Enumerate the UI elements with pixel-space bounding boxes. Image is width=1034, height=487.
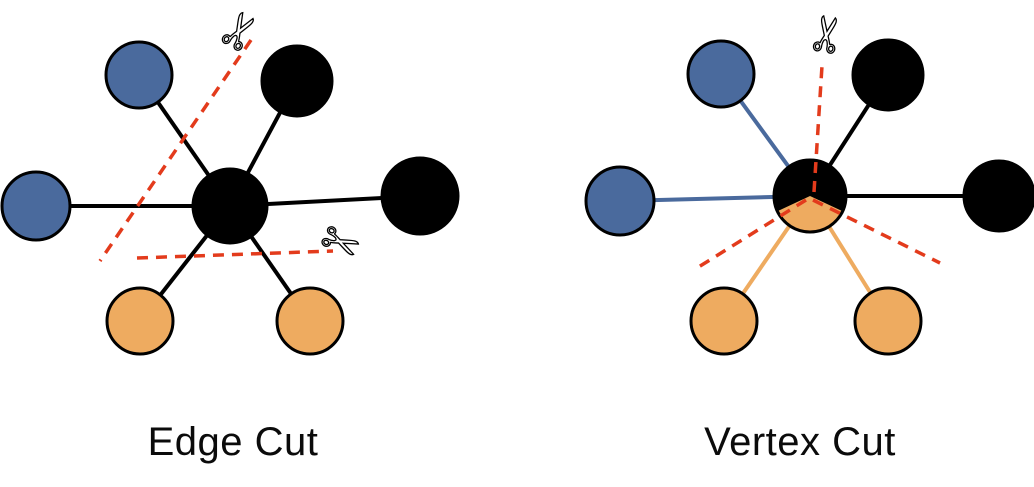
graph-node bbox=[689, 286, 759, 356]
graph-node bbox=[275, 286, 345, 356]
edge-cut-label: Edge Cut bbox=[147, 420, 319, 464]
vertex-split-wedge bbox=[778, 196, 842, 231]
cut-line bbox=[696, 198, 807, 270]
scissors-icon: ✂ bbox=[797, 10, 859, 59]
graph-node bbox=[260, 44, 334, 118]
edge-cut-diagram: ✂✂ bbox=[0, 0, 460, 356]
graph-node bbox=[0, 170, 72, 242]
cut-line bbox=[812, 198, 941, 265]
vertex-cut-label: Vertex Cut bbox=[704, 420, 896, 464]
vertex-cut-diagram: ✂ bbox=[584, 9, 1034, 356]
graph-node bbox=[686, 39, 756, 109]
graph-node bbox=[851, 38, 925, 112]
graph-node bbox=[105, 286, 175, 356]
graph-center-node bbox=[191, 167, 269, 245]
cut-line bbox=[812, 65, 824, 193]
graph-node bbox=[584, 165, 656, 237]
graph-node bbox=[962, 159, 1034, 233]
cut-line bbox=[136, 249, 334, 260]
scissors-icon: ✂ bbox=[312, 210, 370, 275]
graph-node bbox=[853, 286, 923, 356]
cut-line bbox=[98, 39, 253, 262]
graph-node bbox=[104, 40, 174, 110]
graph-node bbox=[380, 156, 460, 236]
scissors-icon: ✂ bbox=[206, 0, 275, 63]
